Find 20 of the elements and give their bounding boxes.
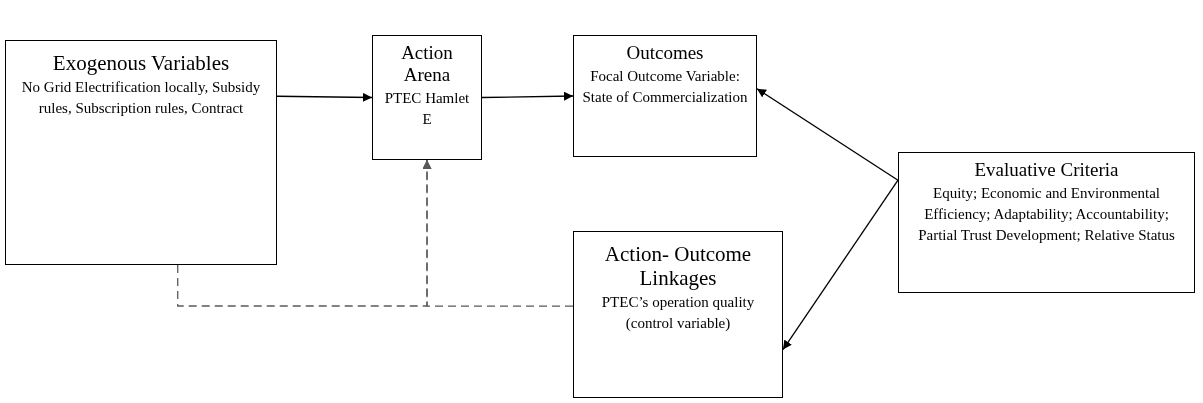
arrow	[481, 91, 574, 101]
box-heading: Action Arena	[400, 42, 454, 86]
arrow	[756, 88, 899, 181]
box-text: PTEC Hamlet E	[383, 88, 471, 129]
box-heading: Evaluative Criteria	[974, 159, 1119, 181]
concept-box	[573, 231, 783, 398]
box-text: PTEC’s operation quality (control variable)	[600, 293, 756, 334]
dashed-arrow	[422, 159, 574, 307]
concept-box	[898, 152, 1195, 293]
arrow	[782, 179, 899, 351]
box-text: Equity; Economic and Environmental Efficiency; Adaptability; Accountability; Partial Trust Development; Relative Status	[917, 183, 1176, 245]
concept-box	[372, 35, 482, 160]
box-heading: Action- Outcome Linkages	[603, 242, 753, 291]
concept-box	[5, 40, 277, 265]
concept-box	[573, 35, 757, 157]
box-text: Focal Outcome Variable: State of Commercialization	[581, 66, 749, 107]
box-heading: Outcomes	[626, 42, 704, 64]
box-text: No Grid Electrification locally, Subsidy rules, Subscription rules, Contract	[20, 78, 262, 119]
box-heading: Exogenous Variables	[52, 51, 230, 76]
arrow	[276, 92, 373, 102]
